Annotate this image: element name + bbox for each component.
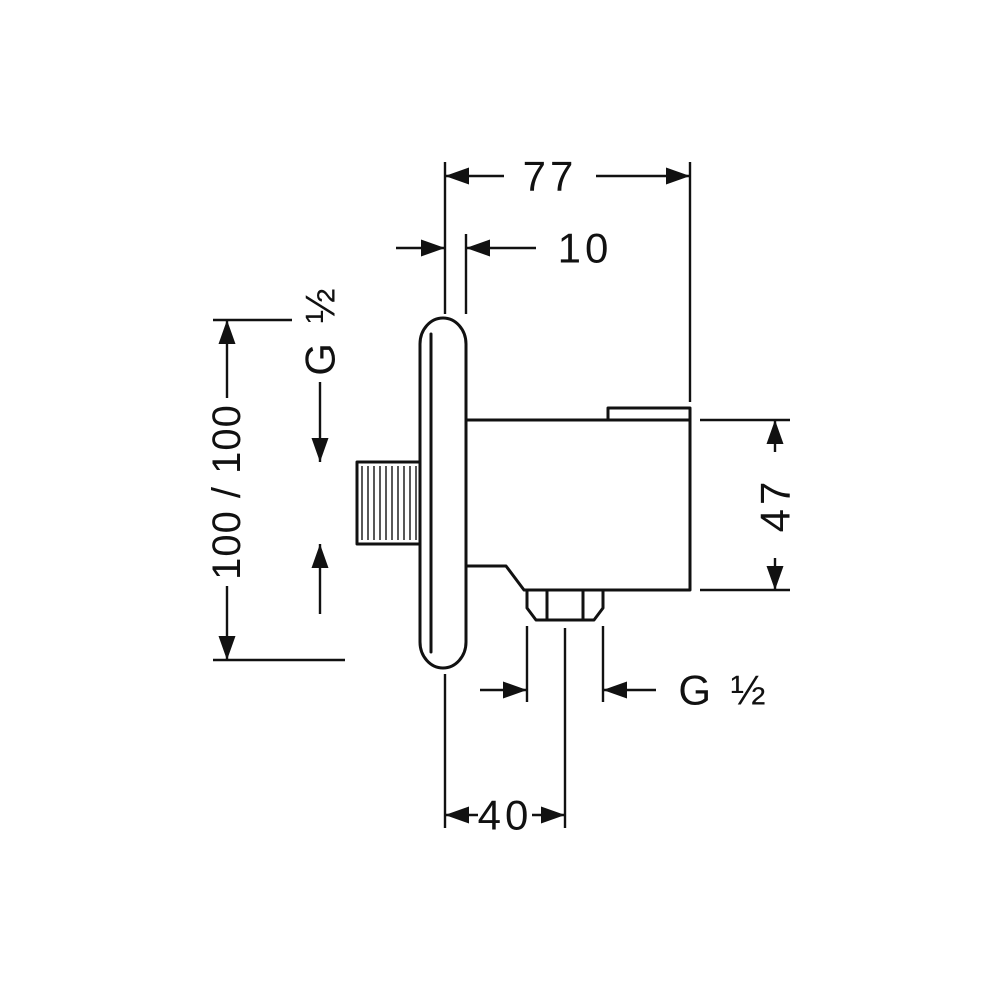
wall-flange (418, 316, 468, 670)
dimension-label-77: 77 (523, 153, 578, 200)
inlet-stub (355, 460, 422, 546)
dimension-outlet-thread: G ½ (480, 626, 769, 714)
arrowhead-left (503, 681, 527, 699)
arrowhead-down (311, 438, 329, 462)
dimension-depth-total: 77 (443, 153, 692, 402)
arrowhead-up (218, 320, 236, 344)
arrowhead-right (466, 239, 490, 257)
valve-body-outline (464, 406, 692, 592)
outlet-nut (525, 588, 605, 622)
wall-flange-outline (418, 316, 468, 670)
arrowhead-right (541, 806, 565, 824)
dimension-label-47: 47 (752, 478, 799, 533)
inlet-thread-lines (361, 466, 417, 540)
dimension-install-height: 100 / 100 (205, 318, 345, 662)
dimension-label-inlet-thread: G ½ (297, 284, 344, 375)
dimension-inlet-thread: G ½ (297, 284, 344, 614)
valve-body (464, 406, 692, 592)
arrowhead-left (445, 806, 469, 824)
arrowhead-left (445, 167, 469, 185)
dimension-label-outlet-thread: G ½ (678, 667, 769, 714)
arrowhead-up (311, 544, 329, 568)
dimension-label-100-100: 100 / 100 (205, 404, 249, 580)
arrowhead-right (603, 681, 627, 699)
dimension-body-height: 47 (700, 418, 799, 592)
arrowhead-right (666, 167, 690, 185)
dimension-flange-thickness: 10 (396, 225, 613, 314)
dimension-label-10: 10 (558, 225, 613, 272)
arrowhead-down (218, 636, 236, 660)
dimension-label-40: 40 (478, 792, 533, 839)
arrowhead-up (766, 420, 784, 444)
dimension-outlet-offset: 40 (443, 628, 567, 839)
arrowhead-left (421, 239, 445, 257)
outlet-nut-outline (525, 588, 605, 622)
arrowhead-down (766, 566, 784, 590)
fixture (355, 316, 692, 670)
